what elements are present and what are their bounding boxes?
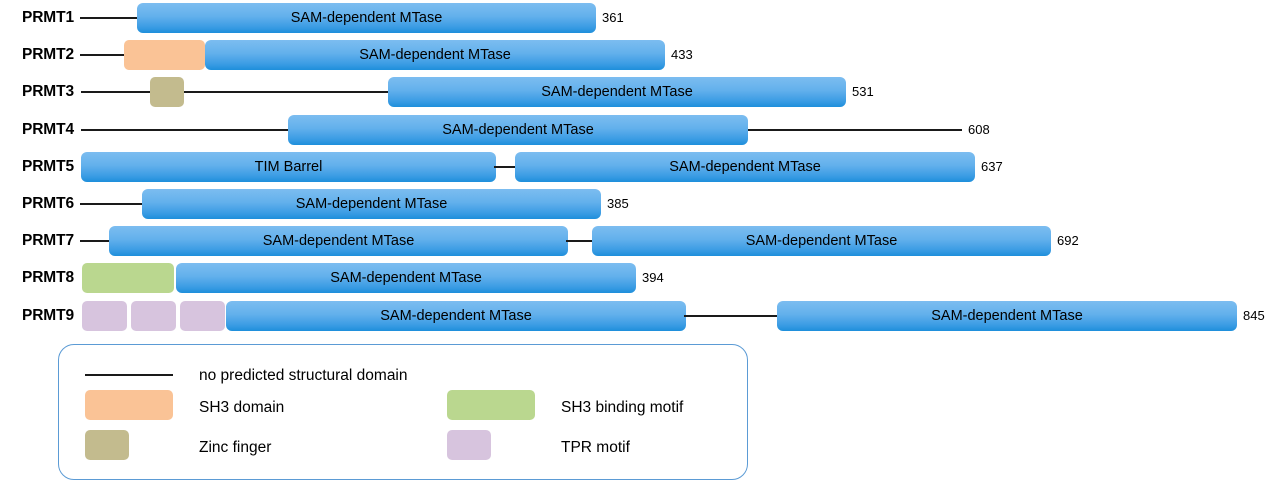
backbone-line [566, 240, 594, 243]
domain-mtase: SAM-dependent MTase [205, 40, 665, 71]
protein-name-label: PRMT9 [21, 306, 74, 324]
protein-row: PRMT8 SAM-dependent MTase 394 [0, 260, 1268, 296]
legend-swatch-tpr [447, 430, 491, 460]
backbone-line [684, 314, 779, 317]
domain-sh3 [124, 40, 205, 71]
domain-mtase: SAM-dependent MTase [388, 77, 846, 108]
backbone-line [81, 91, 388, 94]
domain-mtase: SAM-dependent MTase [592, 226, 1051, 257]
domain-mtase: SAM-dependent MTase [515, 151, 975, 182]
backbone-line [80, 240, 111, 243]
domain-tpr [131, 300, 176, 331]
domain-mtase: TIM Barrel [81, 151, 496, 182]
legend-swatch-sh3 [85, 390, 173, 420]
protein-name-label: PRMT7 [21, 232, 74, 250]
protein-row: PRMT1 SAM-dependent MTase 361 [0, 0, 1268, 36]
protein-row: PRMT9 SAM-dependent MTase SAM-dependent MT… [0, 298, 1268, 334]
backbone-line [80, 17, 137, 19]
protein-length-label: 692 [1057, 233, 1079, 249]
domain-sh3bind [82, 263, 174, 294]
protein-length-label: 608 [968, 121, 990, 137]
backbone-line [494, 165, 517, 168]
protein-row: PRMT5 TIM Barrel SAM-dependent MTase 637 [0, 149, 1268, 185]
legend-swatch-no-domain [85, 374, 173, 376]
domain-mtase: SAM-dependent MTase [109, 226, 568, 257]
protein-name-label: PRMT2 [21, 46, 74, 64]
backbone-line [80, 203, 142, 205]
domain-mtase: SAM-dependent MTase [777, 300, 1237, 331]
legend-swatch-sh3bind [447, 390, 535, 420]
protein-name-label: PRMT6 [21, 195, 74, 212]
domain-mtase: SAM-dependent MTase [137, 3, 596, 33]
domain-mtase: SAM-dependent MTase [288, 114, 748, 145]
legend-label-sh3bind: SH3 binding motif [561, 399, 684, 416]
protein-row: PRMT2 SAM-dependent MTase 433 [0, 37, 1268, 73]
protein-name-label: PRMT3 [21, 83, 74, 101]
protein-length-label: 394 [642, 270, 664, 286]
legend-label-no-domain: no predicted structural domain [199, 367, 408, 384]
domain-zinc [150, 77, 184, 108]
protein-row: PRMT7 SAM-dependent MTase SAM-dependent MT… [0, 223, 1268, 259]
protein-row: PRMT3 SAM-dependent MTase 531 [0, 74, 1268, 110]
backbone-line [80, 54, 124, 57]
protein-row: PRMT4 SAM-dependent MTase 608 [0, 112, 1268, 148]
domain-mtase: SAM-dependent MTase [226, 300, 686, 331]
legend-label-tpr: TPR motif [561, 439, 630, 456]
legend-label-zinc: Zinc finger [199, 439, 272, 456]
protein-name-label: PRMT1 [21, 9, 74, 26]
protein-length-label: 637 [981, 158, 1003, 174]
protein-name-label: PRMT5 [21, 157, 74, 175]
domain-tpr [180, 300, 225, 331]
protein-name-label: PRMT4 [21, 120, 74, 138]
protein-length-label: 531 [852, 84, 874, 100]
legend-label-sh3: SH3 domain [199, 399, 285, 416]
protein-name-label: PRMT8 [21, 269, 74, 287]
protein-length-label: 845 [1243, 307, 1265, 323]
protein-length-label: 361 [602, 10, 624, 25]
legend-swatch-zinc [85, 430, 129, 460]
protein-length-label: 385 [607, 196, 629, 211]
domain-tpr [82, 300, 127, 331]
protein-length-label: 433 [671, 47, 693, 63]
domain-mtase: SAM-dependent MTase [176, 263, 636, 294]
domain-mtase: SAM-dependent MTase [142, 189, 601, 219]
protein-row: PRMT6 SAM-dependent MTase 385 [0, 186, 1268, 222]
